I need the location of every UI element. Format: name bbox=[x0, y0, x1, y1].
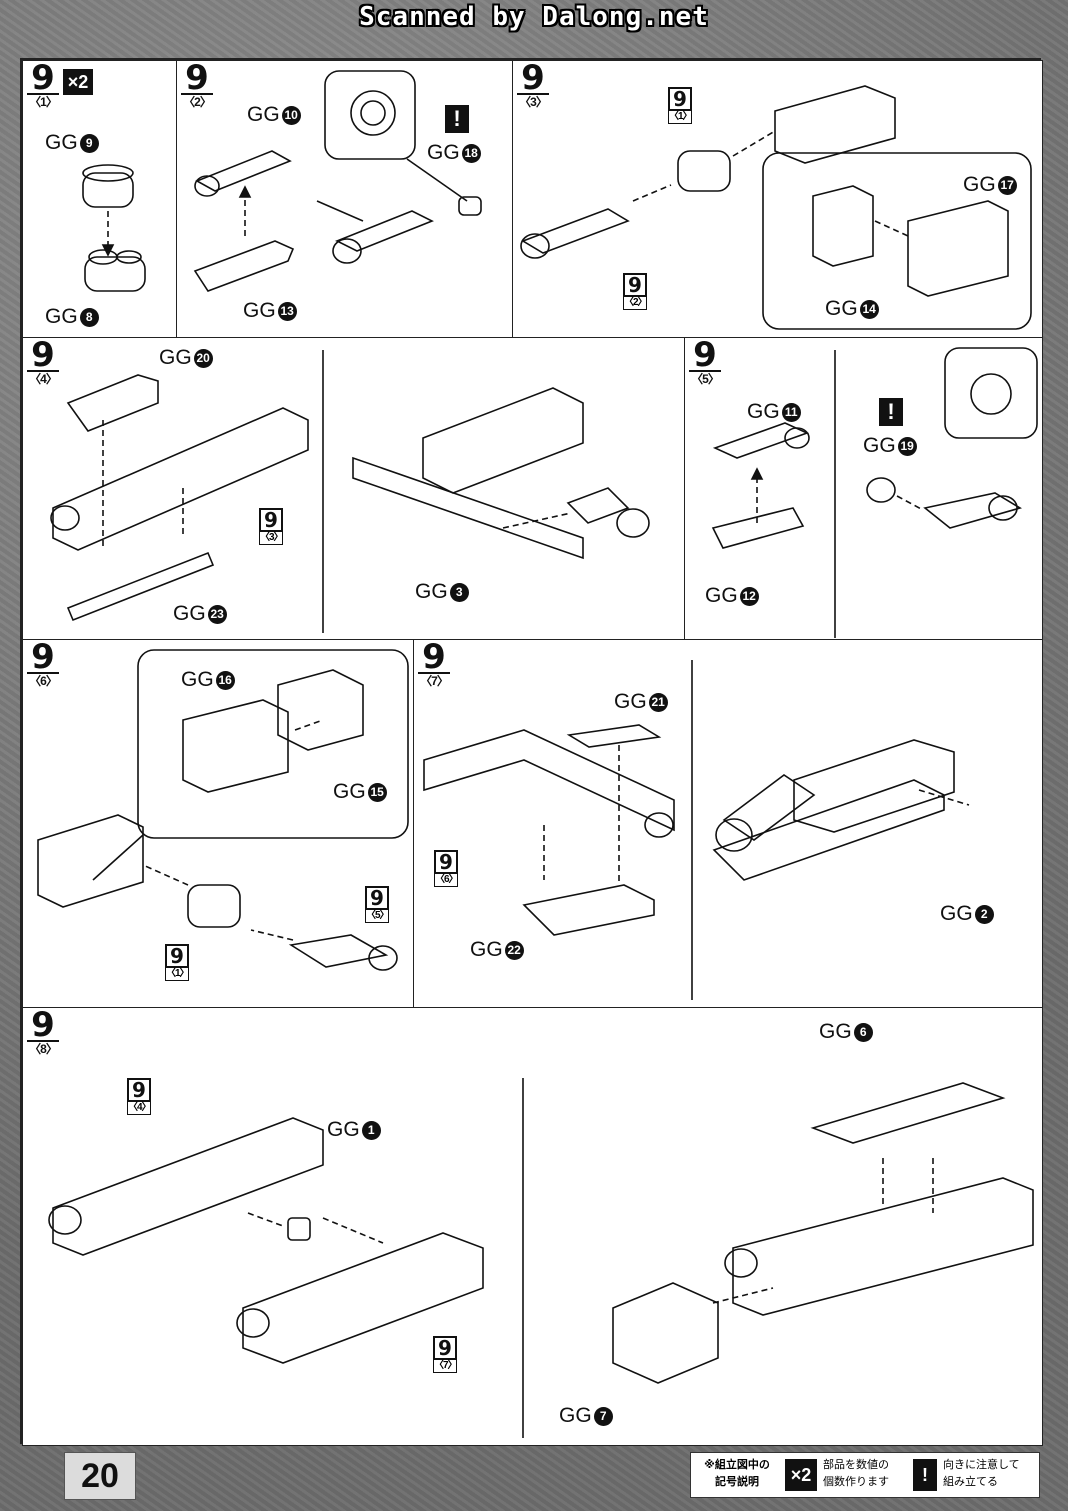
legend-title: ※組立図中の記号説明 bbox=[704, 1459, 770, 1488]
step-9-2-diagram bbox=[193, 70, 482, 292]
step-9-6-diagram bbox=[37, 649, 409, 971]
ref-step-9-5: 9〈5〉 bbox=[365, 886, 390, 923]
legend-warning-icon: ! bbox=[913, 1459, 937, 1491]
step-badge: 9〈1〉 bbox=[27, 61, 59, 109]
page-number: 20 bbox=[64, 1452, 136, 1500]
step-9-4-diagram bbox=[50, 350, 650, 633]
step-9-1-diagram bbox=[82, 164, 146, 292]
ref-step-9-1: 9〈1〉 bbox=[668, 87, 693, 124]
step-badge: 9〈4〉 bbox=[27, 338, 59, 386]
ref-step-9-4: 9〈4〉 bbox=[127, 1078, 152, 1115]
ref-step-9-6: 9〈6〉 bbox=[434, 850, 459, 887]
ref-step-9-1: 9〈1〉 bbox=[165, 944, 190, 981]
ref-step-9-2: 9〈2〉 bbox=[623, 273, 648, 310]
step-badge: 9〈6〉 bbox=[27, 640, 59, 688]
scan-watermark: Scanned by Dalong.net bbox=[359, 2, 709, 32]
symbol-legend: ※組立図中の記号説明 ×2 部品を数値の個数作ります ! 向きに注意して組み立て… bbox=[690, 1452, 1040, 1498]
multiplier-badge: ×2 bbox=[63, 69, 93, 95]
orientation-warning-icon: ! bbox=[445, 105, 469, 133]
legend-warning-text: 向きに注意して組み立てる bbox=[943, 1459, 1020, 1488]
orientation-warning-icon: ! bbox=[879, 398, 903, 426]
legend-multiplier-text: 部品を数値の個数作ります bbox=[823, 1459, 889, 1488]
step-badge: 9〈7〉 bbox=[418, 640, 450, 688]
step-9-7-diagram bbox=[423, 660, 970, 1000]
ref-step-9-3: 9〈3〉 bbox=[259, 508, 284, 545]
step-badge: 9〈2〉 bbox=[181, 61, 213, 109]
step-badge: 9〈8〉 bbox=[27, 1008, 59, 1056]
step-9-5-diagram bbox=[711, 347, 1038, 638]
ref-step-9-7: 9〈7〉 bbox=[433, 1336, 458, 1373]
legend-multiplier-icon: ×2 bbox=[785, 1459, 817, 1491]
step-9-3-diagram bbox=[520, 85, 1032, 330]
step-badge: 9〈3〉 bbox=[517, 61, 549, 109]
step-badge: 9〈5〉 bbox=[689, 338, 721, 386]
step-9-8-diagram bbox=[48, 1078, 1034, 1438]
